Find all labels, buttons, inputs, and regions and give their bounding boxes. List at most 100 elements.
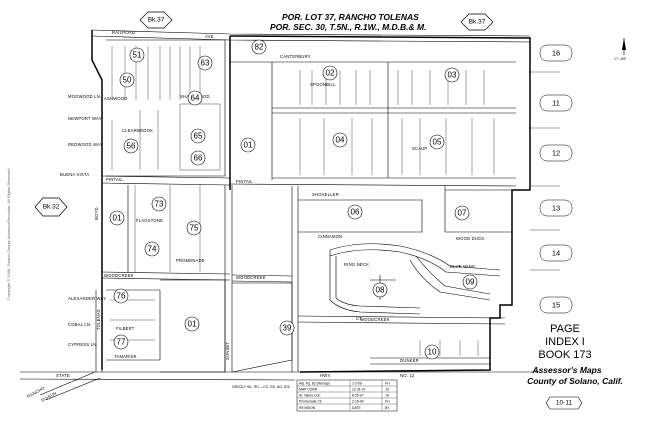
- svg-text:12: 12: [552, 149, 560, 158]
- street-ring-neck: RING NECK: [344, 262, 369, 267]
- parcel-markers: 51 50 63 64 65 66 56 82 02 03 01 04 05 7…: [109, 39, 478, 360]
- svg-text:76: 76: [117, 292, 126, 301]
- street-cinnamon: CINNAMON: [318, 234, 342, 239]
- street-shoveller: SHOVELLER: [312, 192, 339, 197]
- street-ave: AVE.: [205, 34, 215, 39]
- street-railroad: RAILROAD: [112, 30, 135, 35]
- parcel-01-south: 01: [184, 316, 200, 332]
- stamp-code: 10-11: [556, 400, 573, 407]
- street-cypress: CYPRESS LN.: [68, 342, 98, 347]
- street-bufflehead-ct: CT.: [356, 316, 363, 321]
- svg-text:08: 08: [376, 286, 385, 295]
- svg-text:39: 39: [283, 324, 292, 333]
- parcel-01-north: 01: [240, 137, 256, 153]
- svg-text:Bk.37: Bk.37: [148, 17, 165, 24]
- stamp-index: INDEX I: [545, 336, 585, 348]
- svg-text:2-16-94: 2-16-94: [352, 400, 364, 404]
- svg-text:JS: JS: [385, 388, 390, 392]
- street-buena-vista: BUENA VISTA: [60, 172, 89, 177]
- street-tolenas: TOLENAS: [96, 309, 101, 330]
- svg-text:Bk.32: Bk.32: [43, 204, 60, 211]
- svg-text:Bk.37: Bk.37: [469, 19, 486, 26]
- title-stamp: PAGE INDEX I BOOK 173 Assessor's Maps Co…: [527, 323, 623, 410]
- svg-text:66: 66: [194, 154, 203, 163]
- parcel-66: 66: [190, 150, 206, 166]
- stamp-page: PAGE: [550, 323, 580, 335]
- parcel-39: 39: [279, 320, 295, 336]
- svg-text:01: 01: [244, 141, 253, 150]
- index-numbers: 16 11 12 13 14 15: [539, 44, 573, 314]
- parcel-76: 76: [113, 288, 129, 304]
- svg-text:75: 75: [190, 224, 199, 233]
- street-redwood: REDWOOD WAY: [68, 142, 103, 147]
- street-flagstone: FLAGSTONE: [136, 218, 163, 223]
- svg-text:01: 01: [188, 320, 197, 329]
- header-line1: POR. LOT 37, RANCHO TOLENAS: [282, 12, 419, 22]
- street-pintail: PINTAIL: [236, 179, 253, 184]
- parcel-08: 08: [372, 282, 388, 298]
- parcel-56: 56: [123, 138, 139, 154]
- svg-text:12-31-07: 12-31-07: [352, 388, 366, 392]
- book-ref-left: Bk.32: [34, 197, 68, 217]
- svg-text:09: 09: [466, 278, 475, 287]
- street-ashwood: ASHWOOD: [104, 96, 128, 101]
- svg-text:50: 50: [123, 76, 132, 85]
- svg-text:13: 13: [552, 204, 560, 213]
- parcel-77: 77: [113, 334, 129, 350]
- scale-text: 1"= 400': [614, 57, 627, 61]
- street-promenade: PROMENADE: [176, 258, 205, 263]
- street-cobal: COBAL LN.: [68, 322, 92, 327]
- svg-text:65: 65: [194, 132, 203, 141]
- svg-text:8-25-07: 8-25-07: [352, 394, 364, 398]
- street-no12: NO. 12: [400, 373, 415, 378]
- north-arrow: 1"= 400': [614, 38, 627, 61]
- stamp-county: County of Solano, Calif.: [527, 376, 623, 386]
- svg-text:03: 03: [448, 71, 457, 80]
- parcel-74: 74: [144, 241, 160, 257]
- parcel-82: 82: [251, 39, 267, 55]
- svg-text:04: 04: [336, 136, 345, 145]
- svg-text:74: 74: [148, 245, 157, 254]
- parcel-50: 50: [119, 72, 135, 88]
- svg-text:63: 63: [201, 59, 210, 68]
- street-alexander: ALEXANDER WAY: [68, 296, 106, 301]
- index-11: 11: [539, 94, 573, 112]
- parcel-51: 51: [129, 47, 145, 63]
- svg-text:10: 10: [428, 348, 437, 357]
- street-labels: RAILROAD AVE. CANTERBURY SPOONBILL ASHWO…: [26, 30, 484, 403]
- svg-text:JS: JS: [385, 394, 390, 398]
- street-spoonbill: SPOONBILL: [310, 82, 336, 87]
- street-blue-wing: BLUE WING: [450, 264, 475, 269]
- svg-text:MAP CORR: MAP CORR: [299, 388, 318, 392]
- svg-text:11: 11: [552, 99, 560, 108]
- parcel-65: 65: [190, 128, 206, 144]
- svg-text:82: 82: [255, 43, 264, 52]
- street-state: STATE: [56, 373, 70, 378]
- svg-text:Promenade Cir.: Promenade Cir.: [299, 400, 323, 404]
- street-wood-duck: WOOD DUCK: [456, 236, 484, 241]
- street-dunker: DUNKER: [400, 358, 419, 363]
- parcel-07: 07: [454, 205, 470, 221]
- svg-text:FH: FH: [385, 400, 390, 404]
- svg-text:16: 16: [552, 49, 560, 58]
- street-woodcreek: WOODCREEK: [104, 273, 134, 278]
- index-12: 12: [539, 144, 573, 162]
- index-13: 13: [539, 199, 573, 217]
- parcel-01-west: 01: [109, 210, 125, 226]
- stamp-assessor: Assessor's Maps: [531, 365, 601, 375]
- index-16: 16: [539, 44, 573, 62]
- street-tamarisk: TAMARISK: [114, 354, 137, 359]
- parcel-04: 04: [332, 132, 348, 148]
- revision-table: Adj. Pg. 82 (Remap) 1-3-06 FH MAP CORR 1…: [296, 379, 398, 412]
- street-scaup: SCAUP: [412, 146, 427, 151]
- svg-text:07: 07: [458, 209, 467, 218]
- svg-text:14: 14: [552, 249, 560, 258]
- street-boyd: BOYD: [94, 207, 99, 220]
- street-woodcreek-mid: WOODCREEK: [236, 275, 266, 280]
- parcel-06: 06: [347, 204, 363, 220]
- book-ref-top-left: Bk.37: [139, 11, 173, 29]
- street-canterbury: CANTERBURY: [280, 54, 311, 59]
- svg-text:01: 01: [113, 214, 122, 223]
- copyright-text: Copyright © 1998, Solano County Assessor…: [6, 169, 11, 300]
- svg-text:51: 51: [133, 51, 142, 60]
